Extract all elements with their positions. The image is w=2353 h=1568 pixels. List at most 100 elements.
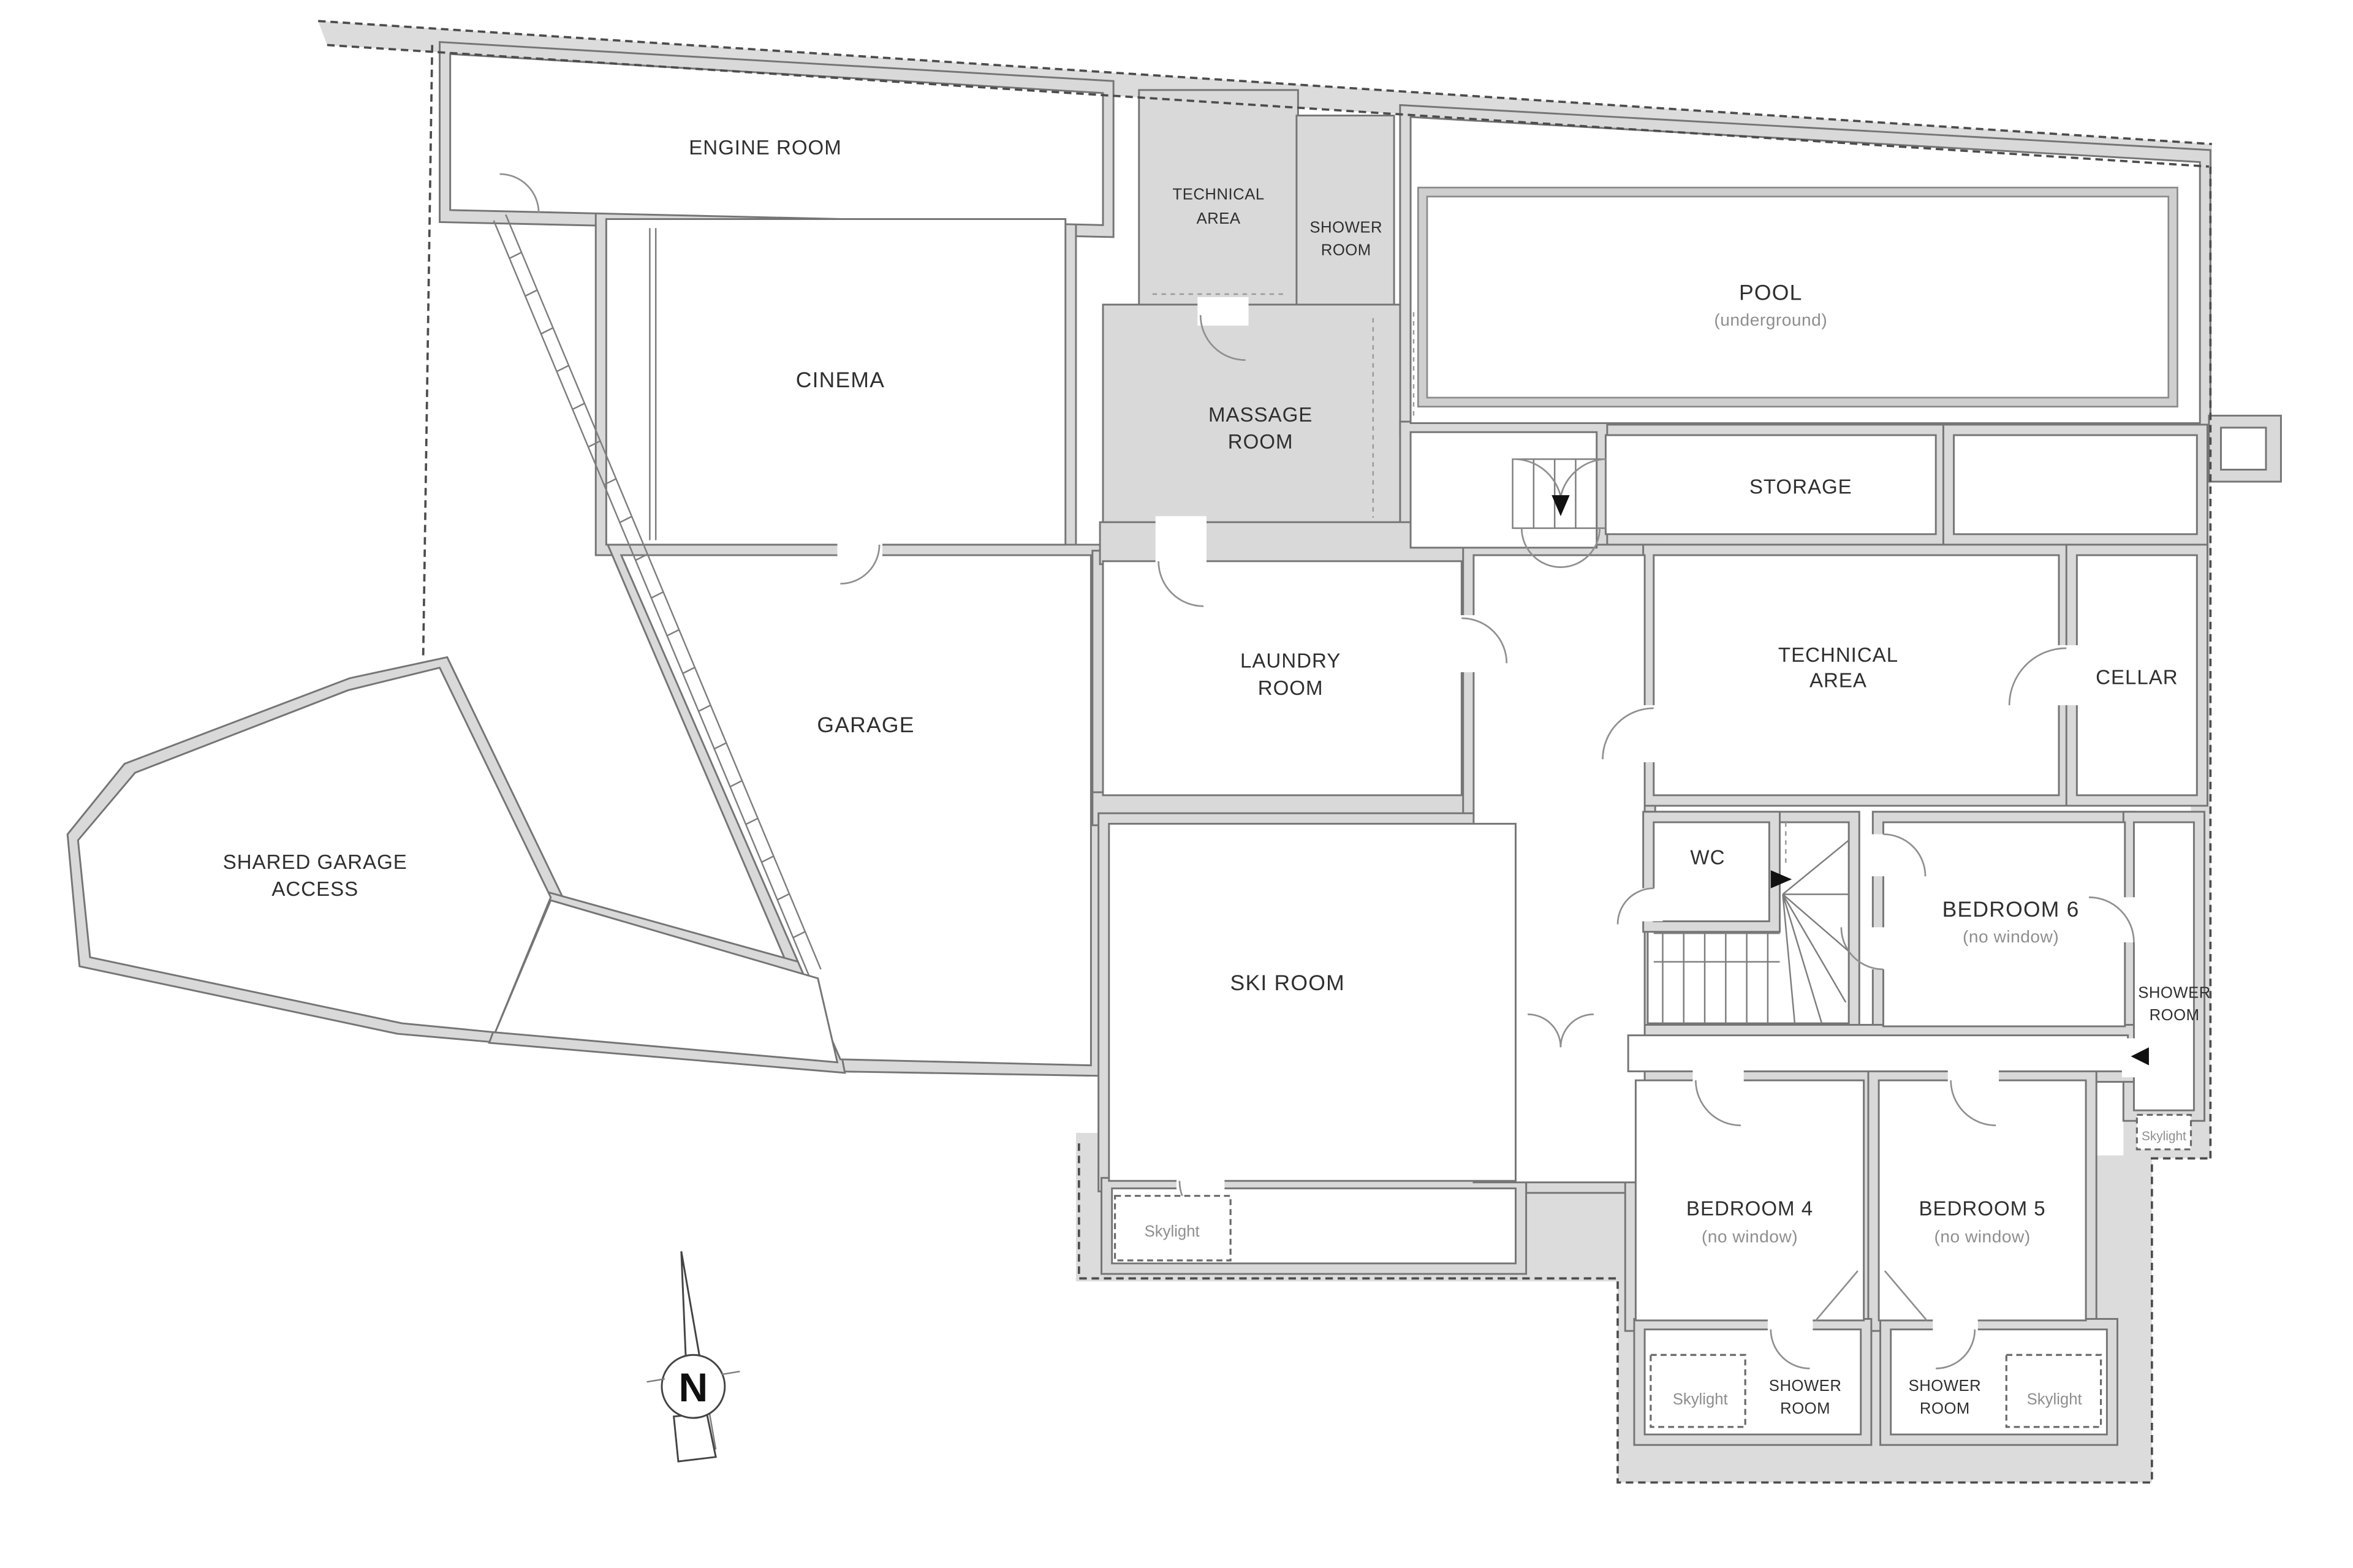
lobby-angled-walls (1815, 1270, 1928, 1321)
room-cellar (2075, 554, 2198, 797)
door-arc-bedroom6-a (1883, 833, 1927, 877)
pool-sublabel: (underground) (1714, 310, 1827, 329)
room-storage-right (1953, 434, 2198, 536)
door-arc-bedroom4-bottom (1770, 1329, 1810, 1369)
room-bedroom6 (1882, 821, 2126, 1028)
room-bedroom4 (1634, 1079, 1865, 1322)
shower-strip-label-1: SHOWER (2138, 984, 2211, 1001)
boundary-left (422, 45, 434, 657)
massage-label-1: MASSAGE (1208, 404, 1313, 426)
door-arc-hall-double (1528, 1013, 1594, 1048)
room-pool (1409, 116, 2201, 425)
stair-rails (1653, 932, 1780, 963)
door-gap-cellar (2056, 645, 2086, 705)
door-arc-massage-bottom (1158, 561, 1204, 607)
door-gap-massage-top (1197, 297, 1249, 326)
door-gap-technical-mid (1639, 705, 1663, 762)
door-arc-bedroom5-bottom (1936, 1329, 1976, 1369)
door-gap-bedroom4-top (1692, 1065, 1744, 1084)
room-cinema (605, 218, 1067, 546)
compass-circle-icon (661, 1354, 726, 1419)
shower-top-label-1: SHOWER (1309, 219, 1382, 237)
bedroom4-label: BEDROOM 4 (1686, 1198, 1813, 1221)
skylight-box-ski (1114, 1195, 1232, 1262)
cinema-screen (649, 228, 657, 540)
skylight-bedroom5-label: Skylight (2027, 1391, 2082, 1408)
door-arc-bedroom5-top (1950, 1080, 1996, 1126)
technical-top-label-2: AREA (1197, 210, 1241, 227)
compass-needle-icon (680, 1251, 700, 1359)
stair-risers (1662, 933, 1769, 1024)
door-arc-laundry (1461, 617, 1508, 664)
entry-direction-arrow-icon (1552, 495, 1570, 517)
room-access-road (494, 899, 839, 1064)
engine-room-label: ENGINE ROOM (689, 137, 841, 159)
entry-vestibule (1512, 458, 1607, 568)
door-arc-wc (1616, 887, 1654, 925)
door-arc-cellar (2008, 647, 2067, 705)
skylight-box-bedroom5 (2005, 1354, 2102, 1428)
technical-top-label-1: TECHNICAL (1173, 186, 1265, 203)
skylight-bedroom4-label: Skylight (1673, 1391, 1728, 1408)
dashed-boundaries (318, 20, 2212, 1484)
compass-ticks (646, 1370, 740, 1383)
entry-double-door (1512, 458, 1606, 497)
technical-mid-label-2: AREA (1809, 670, 1867, 692)
bedroom5-sublabel: (no window) (1934, 1227, 2031, 1246)
boundary-bottom (1077, 1143, 2211, 1484)
vestibule-inner-door (1520, 528, 1601, 568)
main-staircase (1653, 822, 1849, 1024)
laundry-label-2: ROOM (1258, 677, 1324, 700)
pool-basin-outer-edge (1417, 186, 2178, 407)
room-bedroom5 (1877, 1079, 2087, 1322)
technical-mid-label-1: TECHNICAL (1778, 644, 1898, 667)
room-ski (1108, 822, 1517, 1182)
room-entry (1409, 431, 1598, 549)
boundary-top-outer (318, 20, 2212, 145)
pool-basin-band (1418, 187, 2178, 407)
garage-label: GARAGE (817, 713, 914, 737)
shower-b4-label-2: ROOM (1780, 1400, 1830, 1417)
wc-label: WC (1690, 847, 1725, 869)
cinema-label: CINEMA (796, 368, 885, 392)
ladder-hatch (493, 214, 822, 976)
door-arc-massage-top (1199, 315, 1246, 362)
room-technical-mid (1653, 554, 2060, 797)
pool-basin (1417, 186, 2178, 407)
door-arc-bedroom6-b (1840, 927, 1884, 971)
room-garage (620, 554, 1092, 1067)
shower-b5-label-1: SHOWER (1909, 1377, 1982, 1395)
shower-strip-arrow-icon (2131, 1047, 2149, 1066)
door-arc-bedroom6-shower (2088, 896, 2135, 942)
door-arc-engine (499, 173, 540, 213)
door-gap-bedroom5-bottom (1933, 1311, 1978, 1333)
bedroom4-sublabel: (no window) (1702, 1227, 1798, 1246)
door-gap-bedroom6-shower (2118, 897, 2143, 942)
room-wc (1653, 821, 1770, 923)
boundary-top-inner (327, 44, 2210, 168)
compass-tail-icon (672, 1412, 717, 1463)
pool-basin-inner-edge (1426, 195, 2170, 399)
storage-label: STORAGE (1749, 476, 1852, 499)
shower-top-label-2: ROOM (1321, 241, 1371, 259)
room-labels: ENGINE ROOM TECHNICAL AREA SHOWER ROOM P… (223, 137, 2211, 1417)
skylight-ski-label: Skylight (1145, 1223, 1200, 1240)
laundry-label-1: LAUNDRY (1240, 650, 1341, 673)
shared-access-label-2: ACCESS (271, 878, 358, 901)
door-gap-bedroom4-bottom (1767, 1311, 1813, 1333)
door-gap-ski (1176, 1170, 1225, 1192)
bedroom6-sublabel: (no window) (1963, 927, 2059, 946)
cellar-label: CELLAR (2096, 667, 2178, 689)
skylight-box-bedroom6 (2135, 1113, 2192, 1151)
bedroom6-label: BEDROOM 6 (1942, 897, 2080, 922)
skylight-box-bedroom4 (1650, 1354, 1746, 1428)
door-gap-bedroom6-a (1870, 834, 1893, 877)
door-gap-cinema (837, 534, 882, 557)
north-compass: N (646, 1251, 740, 1463)
compass-north-label: N (679, 1365, 708, 1411)
stair-winders (1782, 839, 1849, 1024)
door-gap-laundry (1452, 615, 1483, 673)
wall-massage (1102, 303, 1412, 542)
